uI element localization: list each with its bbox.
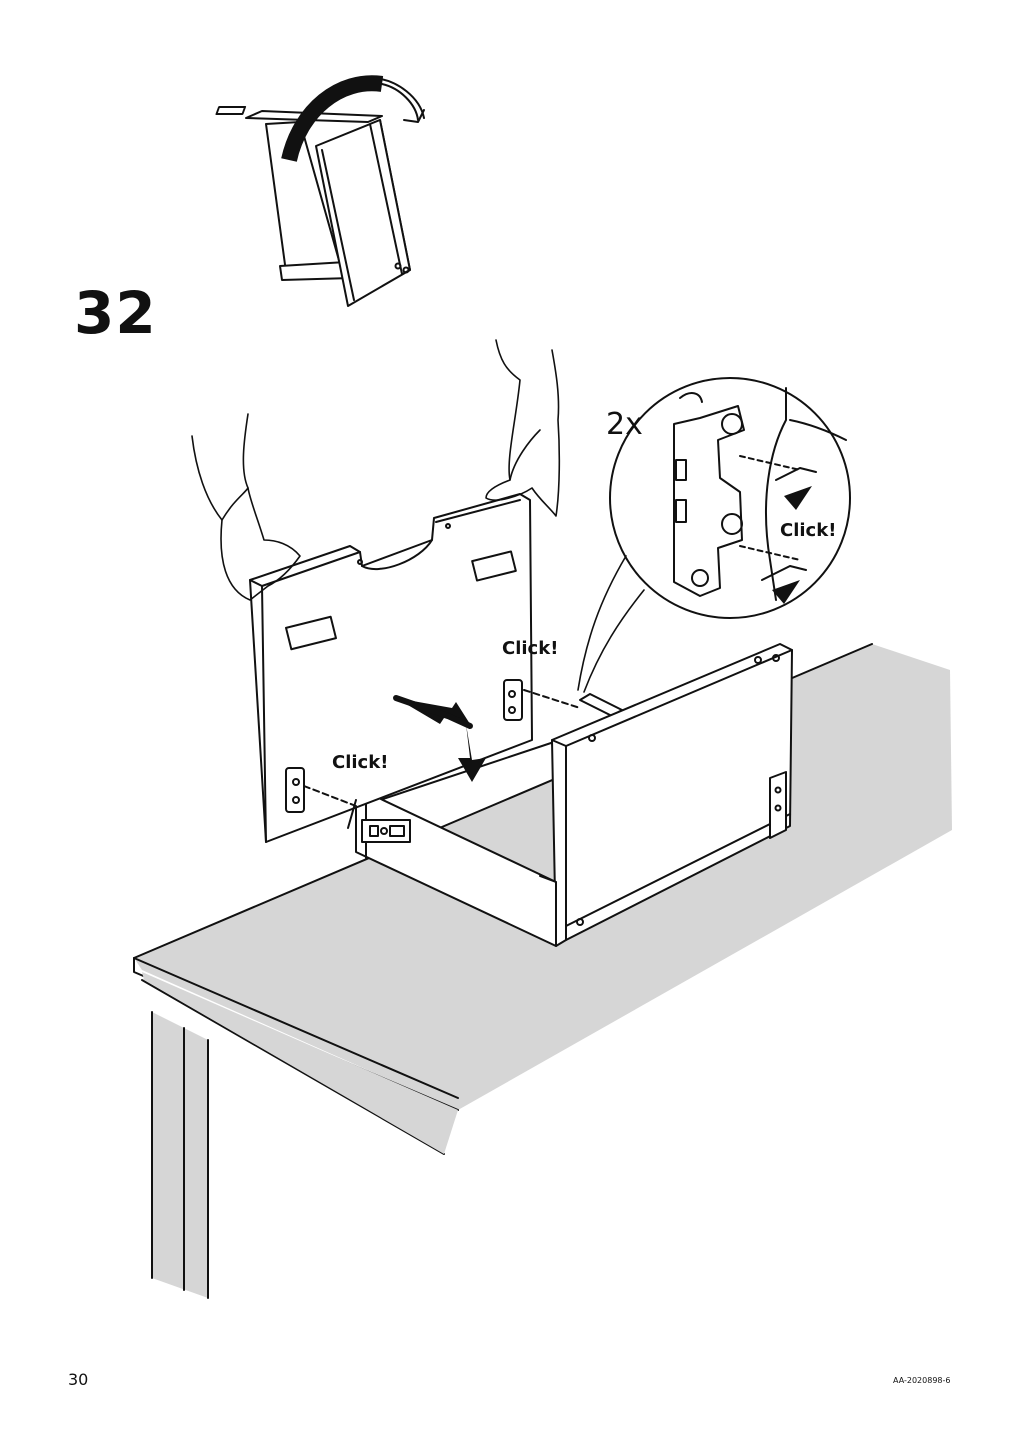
flip-panel-illustration [215, 75, 425, 307]
click-label-left: Click! [332, 752, 389, 773]
click-label-detail: Click! [780, 520, 837, 541]
table [133, 643, 952, 1299]
quantity-label: 2x [606, 407, 643, 442]
drawer-body [355, 643, 793, 947]
drawer-front-panel [249, 493, 581, 843]
step-number: 32 [74, 279, 157, 347]
hands [191, 339, 561, 601]
detail-callout [577, 377, 851, 693]
document-code: AA-2020898-6 [893, 1376, 951, 1385]
page-number: 30 [68, 1370, 89, 1389]
push-arrow [393, 695, 486, 782]
click-label-right: Click! [502, 638, 559, 659]
